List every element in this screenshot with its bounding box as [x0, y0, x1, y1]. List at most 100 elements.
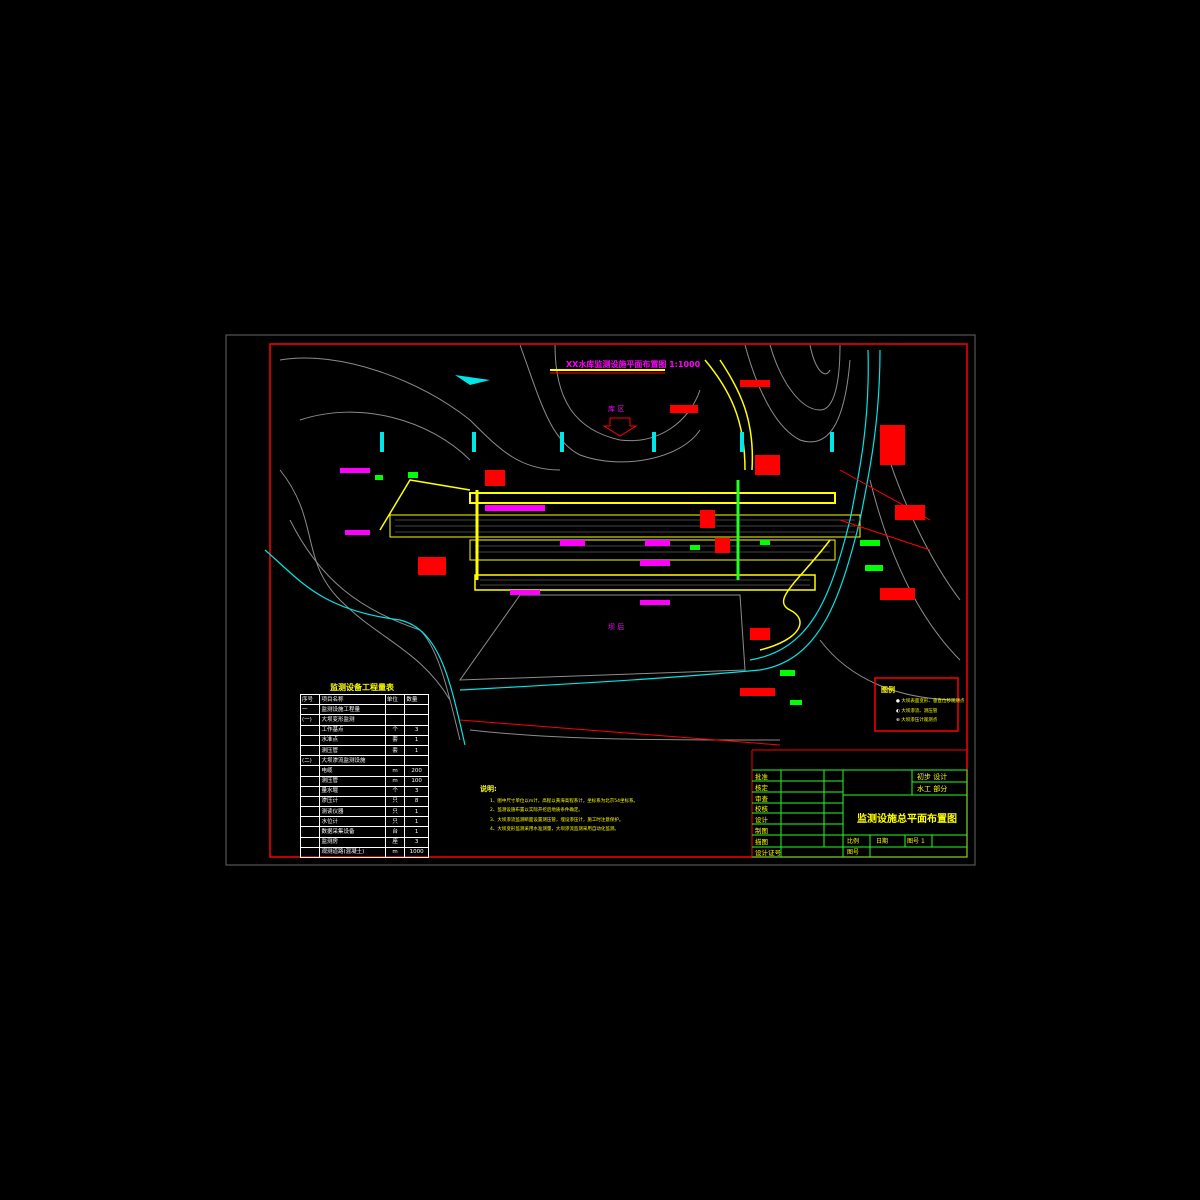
table-cell: 电缆: [319, 765, 386, 777]
signoff-label: 描图: [755, 837, 768, 846]
table-cell: 1: [404, 826, 429, 838]
table-cell: 台: [384, 826, 406, 838]
note-item: 2、监测设施布置以实际开挖后地质条件确定。: [490, 808, 583, 814]
table-cell: [299, 775, 321, 787]
table-row: (一)大坝变形监测: [299, 714, 429, 726]
notes-list: 1、图中尺寸单位以m计，高程以黄海高程系计，坐标系为北京54坐标系。 2、监测设…: [490, 797, 638, 834]
signoff-label: 制图: [755, 827, 768, 835]
table-cell: 座: [384, 836, 406, 848]
header-cell: 单位: [384, 693, 406, 706]
table-cell: [384, 714, 406, 726]
table-cell: [384, 755, 406, 767]
legend-label: 大坝渗压计观测点: [901, 718, 938, 723]
table-header: 序号 项目名称 单位 数量: [299, 693, 429, 706]
table-cell: 1: [404, 806, 429, 818]
zone-label-reservoir: 库 区: [608, 405, 625, 413]
table-cell: 观测道路(混凝土): [319, 846, 386, 859]
contour-lines: [279, 344, 961, 741]
table-row: (二)大坝渗流监测设施: [299, 755, 429, 767]
note-item: 1、图中尺寸单位以m计，高程以黄海高程系计，坐标系为北京54坐标系。: [490, 799, 638, 804]
table-cell: [299, 744, 321, 757]
signoff-label: 校核: [755, 805, 768, 814]
sheet-label: 图号: [847, 849, 860, 856]
table-cell: 套: [384, 734, 406, 746]
table-cell: [299, 816, 321, 828]
table-cell: [404, 704, 429, 716]
zone-label-downstream: 坝 后: [608, 623, 625, 631]
table-cell: 只: [384, 816, 406, 828]
legend-box: [874, 677, 959, 732]
table-cell: (一): [299, 714, 321, 726]
table-cell: 水位计: [319, 816, 386, 828]
design-part: 水工 部分: [917, 785, 948, 793]
table-cell: 3: [404, 836, 429, 848]
table-cell: 监测设施工程量: [319, 704, 386, 716]
signoff-label: 设计: [755, 816, 768, 825]
signoff-label: 批准: [755, 773, 768, 781]
table-cell: 1: [404, 816, 429, 828]
table-cell: [299, 836, 321, 848]
sheet-border: [225, 334, 976, 866]
plan-title: XX水库监测设施平面布置图 1:1000: [566, 360, 701, 369]
signoff-label: 设计证号: [755, 848, 781, 857]
number-value: 1: [920, 838, 925, 845]
red-labels: [418, 380, 925, 696]
table-cell: 一: [299, 704, 321, 716]
road: [264, 349, 881, 746]
drawing-name: 监测设施总平面布置图: [857, 814, 957, 825]
table-cell: 200: [404, 765, 429, 777]
magenta-labels: [340, 468, 670, 605]
table-cell: m: [384, 765, 406, 777]
date-label: 日期: [876, 838, 889, 845]
table-cell: 渗压计: [319, 795, 386, 808]
table-cell: 量水堰: [319, 785, 386, 797]
table-cell: [299, 724, 321, 736]
table-cell: 测压管: [319, 744, 386, 757]
note-item: 3、大坝渗流监测断面设置测压管，埋设渗压计，施工时注意保护。: [490, 817, 624, 823]
table-cell: 只: [384, 795, 406, 808]
legend-label: 大坝表面变形、垂直位移观测点: [901, 699, 965, 704]
table-cell: m: [384, 775, 406, 787]
table-cell: [299, 785, 321, 797]
legend-title: 图例: [881, 686, 895, 694]
table-cell: 个: [384, 724, 406, 736]
table-cell: 8: [404, 795, 429, 808]
piezometer-tube-icon: ◐: [896, 708, 900, 714]
table-cell: [404, 755, 429, 767]
title-block: 批准核定审查校核设计制图描图设计证号 初步 设计 水工 部分 监测设施总平面布置…: [752, 770, 967, 857]
notes-heading: 说明:: [480, 785, 497, 793]
table-cell: [299, 806, 321, 818]
legend-item: ⊕ 大坝渗压计观测点: [896, 716, 964, 726]
table-cell: 3: [404, 785, 429, 797]
legend-item: ◐ 大坝渗流、测压管: [896, 707, 964, 717]
monitor-points: [375, 472, 883, 705]
signoff-label: 核定: [755, 783, 768, 792]
legend-item: ● 大坝表面变形、垂直位移观测点: [896, 697, 964, 707]
crosshair-icon: ⊕: [896, 718, 900, 723]
title-block-grid: [751, 749, 968, 858]
table-cell: 测压管: [319, 775, 386, 787]
dam-body: [379, 359, 861, 651]
table-cell: [384, 704, 406, 716]
number-label: 图号 1: [907, 836, 925, 845]
table-cell: m: [384, 846, 406, 859]
legend-label: 大坝渗流、测压管: [901, 708, 938, 714]
table-cell: 3: [404, 724, 429, 736]
table-title: 监测设备工程量表: [330, 683, 394, 692]
table-cell: [299, 846, 321, 859]
table-cell: [299, 734, 321, 746]
table-cell: 1: [404, 744, 429, 757]
survey-point-icon: ●: [896, 699, 900, 704]
table-cell: [299, 795, 321, 808]
